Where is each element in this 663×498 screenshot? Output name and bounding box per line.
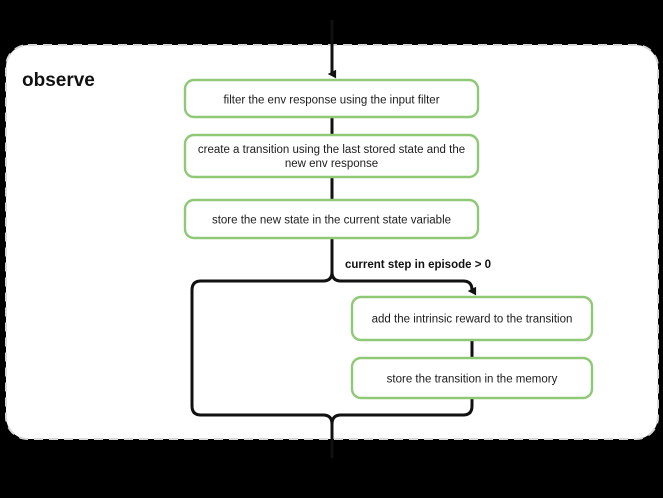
- node-label: store the new state in the current state…: [212, 215, 451, 227]
- node-filter-env-response[interactable]: filter the env response using the input …: [183, 78, 480, 119]
- node-label: filter the env response using the input …: [223, 95, 439, 107]
- node-label: store the transition in the memory: [387, 374, 558, 386]
- node-box: [183, 78, 480, 119]
- node-box: [350, 295, 594, 342]
- connector-split-right: [330, 271, 477, 296]
- node-label: add the intrinsic reward to the transiti…: [372, 314, 573, 326]
- node-box: [183, 198, 480, 240]
- node-store-transition-memory[interactable]: store the transition in the memory: [350, 356, 594, 400]
- connector-split-left: [190, 271, 334, 458]
- node-add-intrinsic-reward[interactable]: add the intrinsic reward to the transiti…: [350, 295, 594, 342]
- node-create-transition[interactable]: create a transition using the last store…: [183, 133, 480, 179]
- node-label-line-2: new env response: [285, 158, 378, 170]
- node-store-new-state[interactable]: store the new state in the current state…: [183, 198, 480, 240]
- node-box: [350, 356, 594, 400]
- group-title: observe: [22, 70, 95, 91]
- node-box: [183, 133, 480, 179]
- connector-n5-merge: [330, 398, 474, 458]
- edge-label-condition: current step in episode > 0: [345, 259, 491, 271]
- node-label-line-1: create a transition using the last store…: [198, 144, 465, 156]
